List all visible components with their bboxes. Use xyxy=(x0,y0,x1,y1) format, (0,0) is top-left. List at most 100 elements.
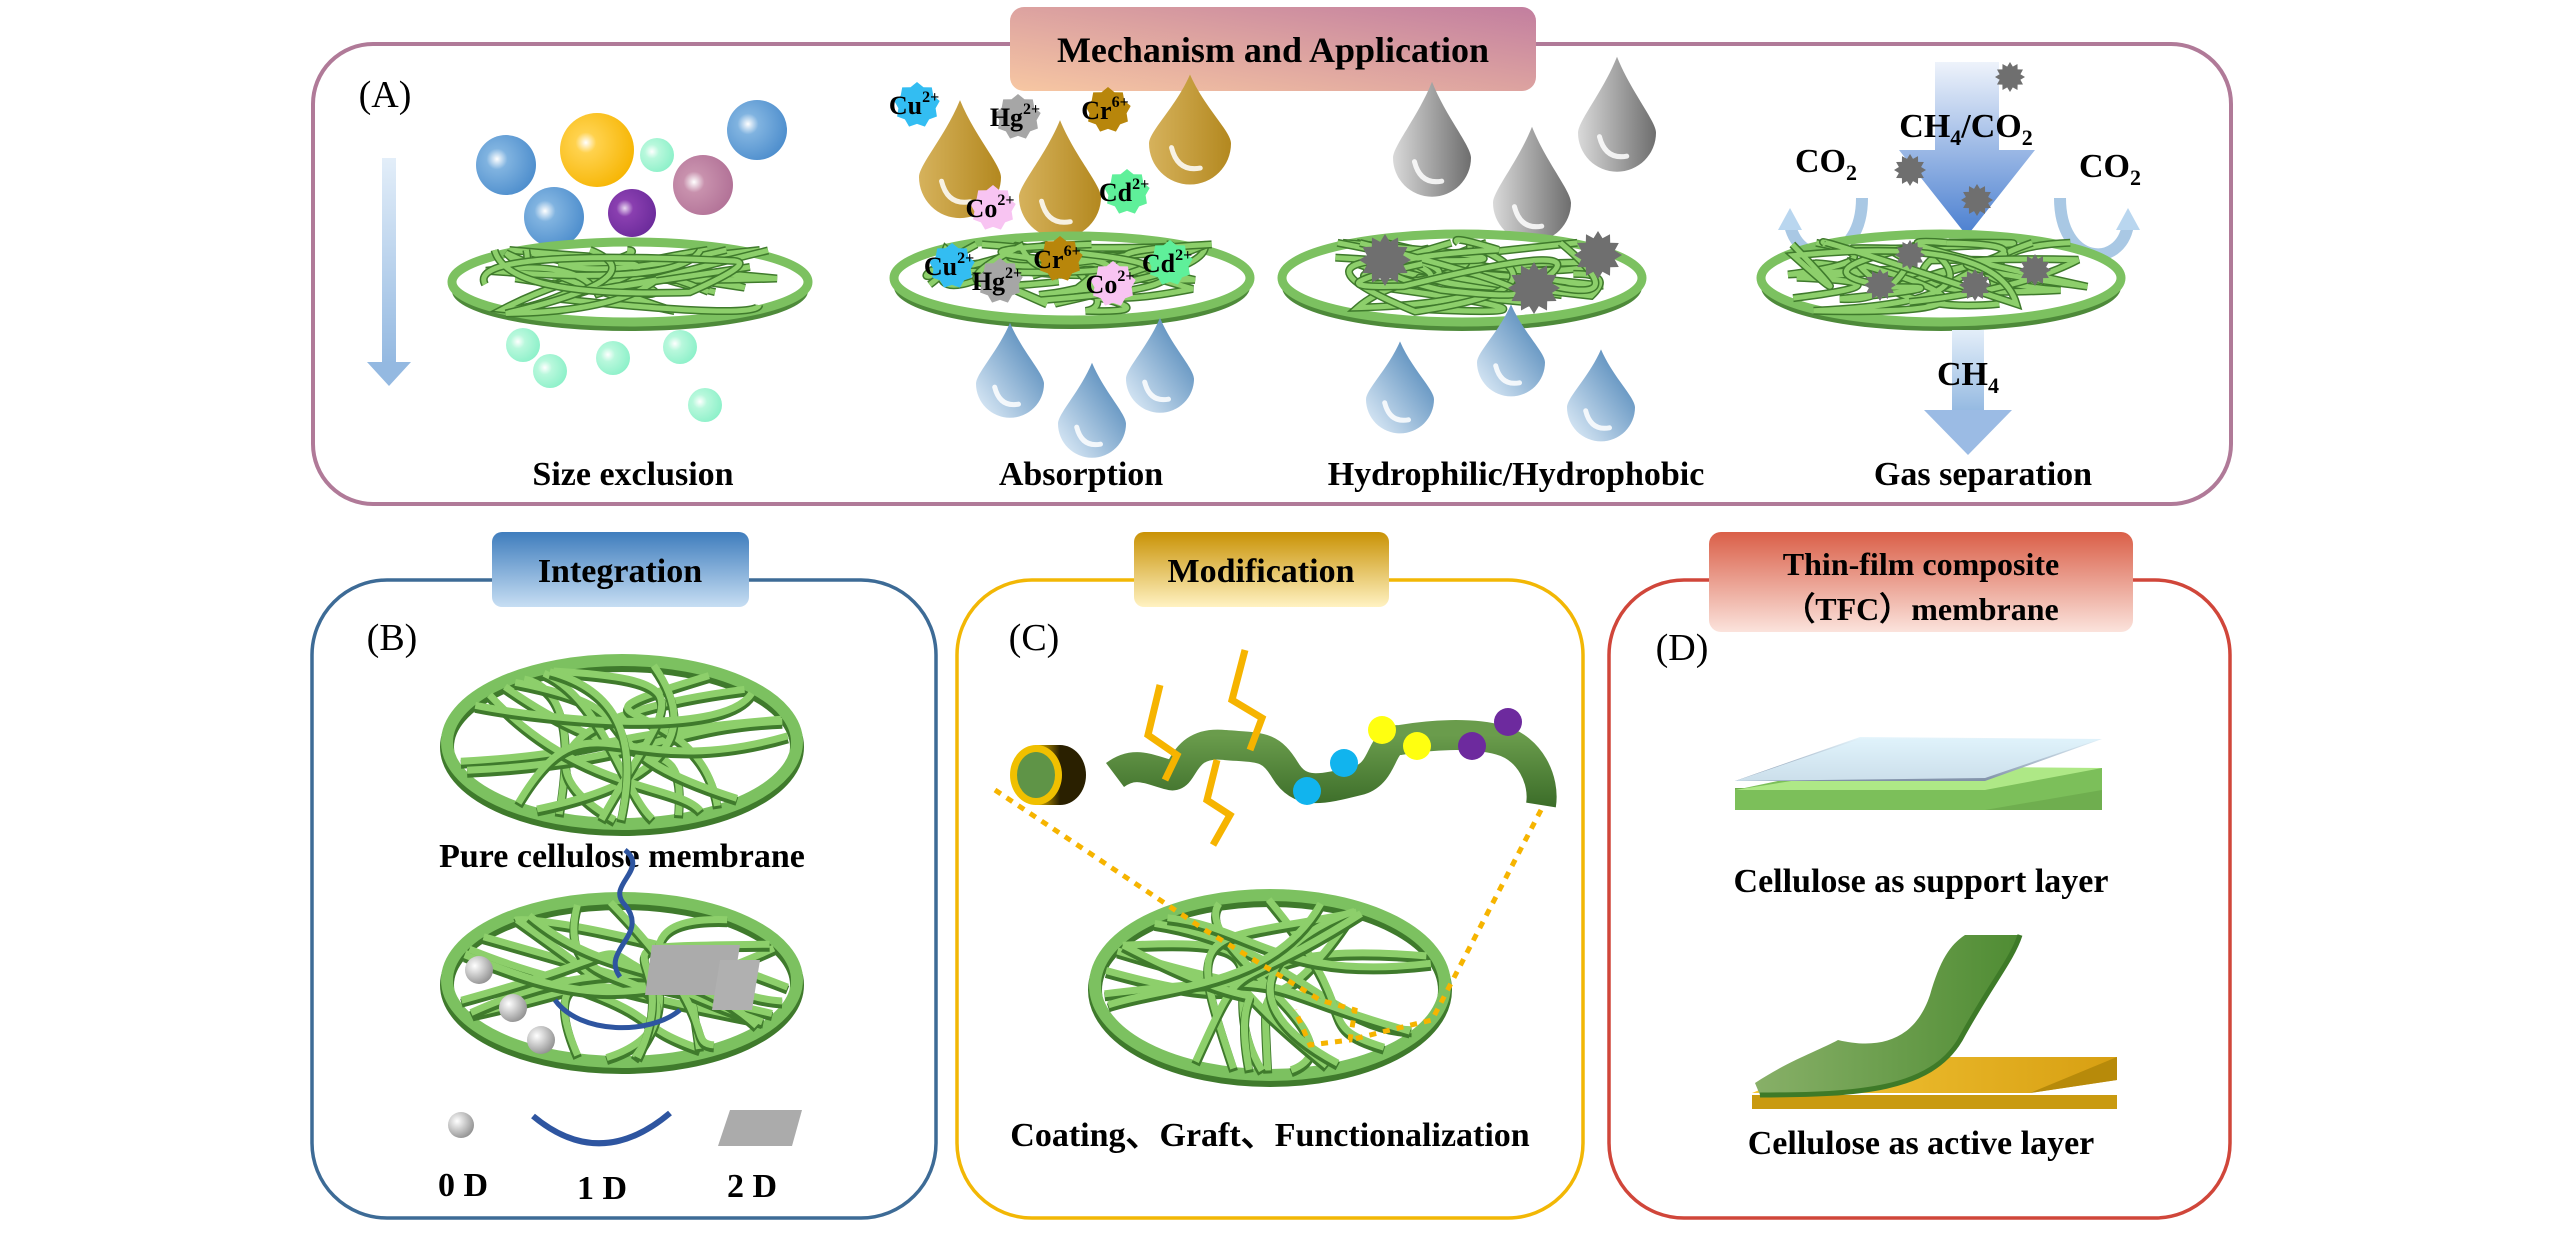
water-drop xyxy=(1058,362,1126,458)
membrane-fiber xyxy=(485,248,769,297)
cellulose-active-sheet xyxy=(1755,935,2020,1095)
ch4-label: CH4 xyxy=(1937,356,1999,398)
membrane-fiber xyxy=(548,668,631,821)
drop-highlight xyxy=(1511,204,1545,230)
co2-particle-icon xyxy=(1508,262,1560,314)
ion-badge-icon xyxy=(1090,261,1136,306)
particle-large xyxy=(727,100,787,160)
drop-highlight xyxy=(1493,363,1522,386)
membrane-fiber xyxy=(607,899,715,1049)
size-exclusion-illustration xyxy=(367,100,813,422)
co2-molecules xyxy=(1864,62,2051,301)
recycle-arrowhead-right-icon xyxy=(2116,208,2140,230)
ion-badge-icon xyxy=(929,243,975,288)
co2-label-right: CO2 xyxy=(2079,148,2141,190)
oil-drop-grey xyxy=(1493,126,1571,242)
particle-small xyxy=(506,328,540,362)
water-drop xyxy=(1126,317,1194,413)
drop-highlight xyxy=(1382,400,1411,423)
ion-badge-icon xyxy=(1085,87,1131,132)
ion-label: Cr6+ xyxy=(1081,94,1128,125)
panel-c-header-pill xyxy=(1134,532,1389,607)
drop-highlight xyxy=(1039,198,1073,225)
feed-gas-label: CH4/CO2 xyxy=(1899,108,2032,150)
1d-filler xyxy=(612,848,636,979)
panel-b-label: (B) xyxy=(367,617,418,659)
2d-filler xyxy=(712,960,760,1010)
modified-membrane xyxy=(1088,889,1452,1087)
caption-absorption: Absorption xyxy=(999,456,1163,493)
particle-large xyxy=(673,155,733,215)
2d-filler xyxy=(645,945,740,995)
membrane-fiber xyxy=(1787,239,2021,308)
ion-badge-icon xyxy=(970,185,1016,230)
gas-separation-illustration: CH4/CO2 CO2 CO2 CH4 xyxy=(1756,62,2141,455)
ion-cd: Cd2+ xyxy=(1099,169,1150,214)
caption-size-exclusion: Size exclusion xyxy=(532,456,733,493)
particle-large xyxy=(608,189,656,237)
caption-modification: Coating、Graft、Functionalization xyxy=(1010,1117,1530,1154)
water-drop xyxy=(976,322,1044,418)
panel-c-label: (C) xyxy=(1009,617,1060,659)
nanofillers xyxy=(465,848,760,1054)
ion-badge-icon xyxy=(995,94,1041,139)
caption-active-layer: Cellulose as active layer xyxy=(1748,1125,2095,1162)
particle-small xyxy=(663,330,697,364)
ion-cr: Cr6+ xyxy=(1033,236,1083,281)
co2-particle-icon xyxy=(1961,184,1993,216)
0d-filler xyxy=(499,994,527,1022)
drop-highlight xyxy=(1142,379,1171,403)
water-drop xyxy=(1567,349,1635,442)
co2-particle-icon xyxy=(1894,154,1926,186)
permeate-arrow-icon xyxy=(1924,410,2012,455)
particle-small xyxy=(596,341,630,375)
panel-b-header-pill xyxy=(492,532,749,607)
co2-particle-icon xyxy=(1895,240,1925,270)
flow-arrow-down-icon xyxy=(367,362,411,386)
membrane-fiber xyxy=(1107,901,1324,1009)
0d-filler xyxy=(465,956,493,984)
ion-cd: Cd2+ xyxy=(1142,240,1193,285)
functional-group-cyan xyxy=(1293,777,1321,805)
ion-label: Hg2+ xyxy=(990,101,1040,132)
particle-large xyxy=(524,187,584,247)
pure-cellulose-membrane xyxy=(440,654,804,836)
graft-chain xyxy=(1144,684,1182,782)
co2-particle-icon xyxy=(1995,62,2025,92)
drop-highlight xyxy=(1169,145,1203,172)
adsorbed-ions: Cu2+Hg2+Cr6+Co2+Cd2+ xyxy=(924,236,1193,306)
drop-highlight xyxy=(1411,159,1445,185)
legend-1d-label: 1 D xyxy=(577,1170,627,1207)
panel-b-header: Integration xyxy=(538,553,702,590)
ion-badge-icon xyxy=(1104,169,1150,214)
graft-chain xyxy=(1227,649,1267,752)
co2-particle-icon xyxy=(1864,269,1896,301)
water-drop xyxy=(1477,304,1545,397)
support-layer-illustration xyxy=(1735,737,2102,810)
water-drop xyxy=(1366,341,1434,434)
co2-label-left: CO2 xyxy=(1795,143,1857,185)
zoom-guide-right xyxy=(1349,808,1544,1043)
membrane-fiber xyxy=(558,247,762,314)
legend-2d-label: 2 D xyxy=(727,1168,777,1205)
particle-large xyxy=(476,135,536,195)
panel-a: Mechanism and Application (A) Cu2+Hg2 xyxy=(311,7,2233,506)
oil-drop xyxy=(919,100,1001,219)
membrane-fiber xyxy=(481,249,743,296)
grafted-chains xyxy=(1144,649,1267,847)
ion-label: Co2+ xyxy=(966,192,1015,223)
legend-1d-arc-icon xyxy=(531,1110,672,1147)
panel-b: Integration (B) Pure cellulose membrane … xyxy=(310,532,938,1220)
co2-particle-icon xyxy=(1959,269,1991,301)
panel-a-header: Mechanism and Application xyxy=(1057,30,1489,70)
panel-a-label: (A) xyxy=(359,74,412,116)
1d-filler xyxy=(552,998,682,1031)
panel-d-header-line2: （TFC）membrane xyxy=(1783,591,2059,627)
permeate-arrow-shaft xyxy=(1952,330,1984,412)
ion-co: Co2+ xyxy=(1086,261,1136,306)
panel-d: Thin-film composite （TFC）membrane (D) Ce… xyxy=(1607,532,2232,1220)
recycle-arrowhead-left-icon xyxy=(1778,208,1802,230)
absorption-illustration: Cu2+Hg2+Cr6+Cd2+Co2+ Cu2+Hg2+Cr6+Co2+Cd2… xyxy=(889,74,1255,458)
membrane-fiber xyxy=(515,732,789,805)
panel-c: Modification (C) Coating、Graft、Functiona… xyxy=(955,532,1585,1220)
